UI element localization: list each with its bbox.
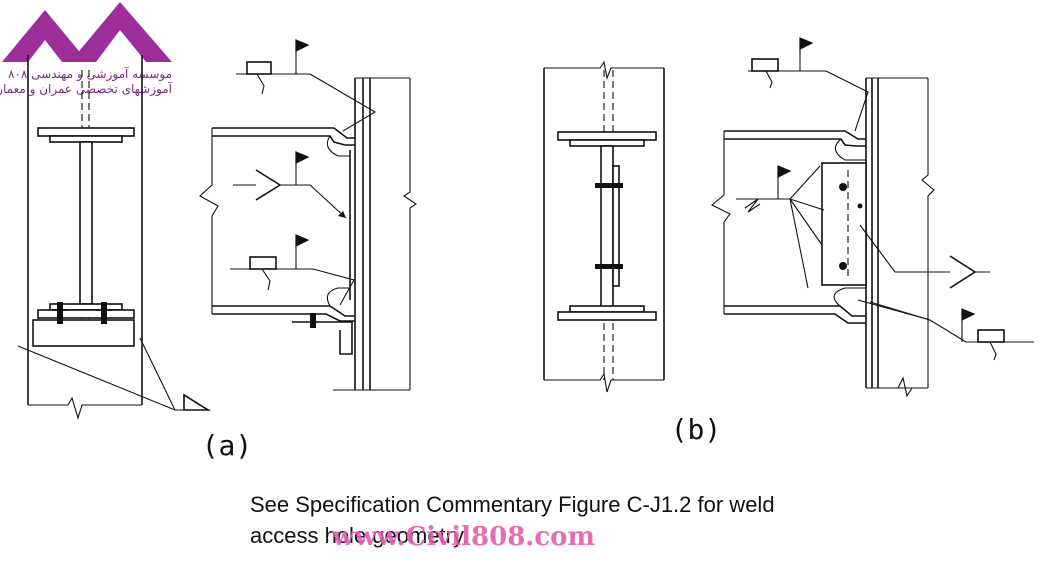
detail-b-section-view [543, 60, 665, 393]
label-a: (a) [202, 429, 253, 462]
detail-a-elevation-view [199, 39, 417, 391]
detail-a-section-view [17, 55, 211, 420]
logo-mark-right [70, 2, 172, 62]
detail-b-elevation-view [711, 37, 1034, 398]
logo-mark-left [2, 10, 88, 62]
institute-logo: موسسه آموزشی و مهندسی ۸۰۸ آموزشهای تخصصی… [0, 2, 173, 97]
label-b: (b) [671, 413, 722, 446]
caption-line-2: access hole geometry. [250, 523, 468, 548]
logo-line-2: آموزشهای تخصصی عمران و معماری [0, 81, 173, 97]
caption-line-1: See Specification Commentary Figure C-J1… [250, 492, 775, 517]
watermark-text: www.Civil808.com [331, 522, 595, 552]
logo-line-1: موسسه آموزشی و مهندسی ۸۰۸ [8, 66, 172, 82]
